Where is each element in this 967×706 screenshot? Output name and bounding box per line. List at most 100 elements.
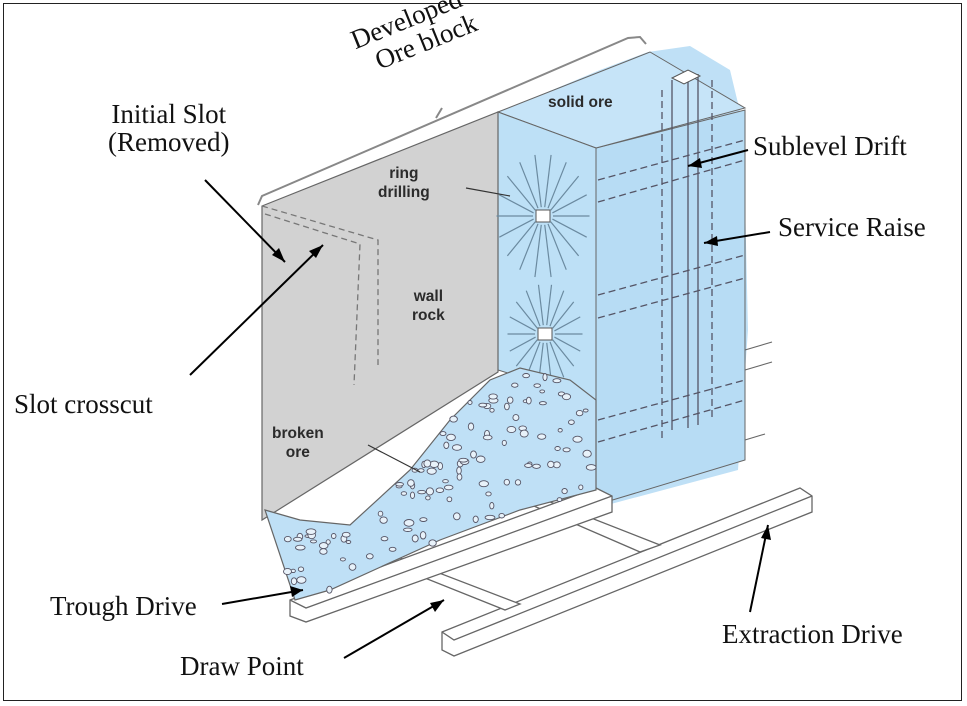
rubble-piece xyxy=(489,502,495,510)
rubble-piece xyxy=(506,396,514,404)
slot-outline xyxy=(261,205,379,386)
initial-slot-line: Initial Slot xyxy=(111,99,227,129)
label-service-raise: Service Raise xyxy=(778,212,926,242)
drill-ray xyxy=(525,290,541,327)
drill-ray xyxy=(552,339,575,367)
rock-line: rock xyxy=(412,306,445,324)
rubble-piece xyxy=(561,393,572,401)
rubble-piece xyxy=(297,566,305,572)
rubble-piece xyxy=(395,482,404,487)
service-raise-shaft xyxy=(671,74,699,430)
rubble-piece xyxy=(533,383,541,388)
drill-ray xyxy=(506,221,536,257)
rubble-piece xyxy=(512,414,520,422)
drill-ray xyxy=(509,336,536,352)
rubble-piece xyxy=(456,466,462,475)
rubble-piece xyxy=(484,514,496,521)
label-draw-point: Draw Point xyxy=(180,651,304,681)
drill-ray xyxy=(552,218,587,238)
label-solid-ore: solid ore xyxy=(548,94,613,111)
ore-block-bracket xyxy=(257,35,647,206)
drill-ray xyxy=(552,301,575,329)
drill-ray xyxy=(534,224,542,278)
ore-side-lines xyxy=(744,341,773,441)
rubble-piece xyxy=(504,402,510,411)
rubble-piece xyxy=(403,527,413,532)
drill-ray xyxy=(515,301,538,329)
arrow-draw-point xyxy=(343,599,445,659)
arrow-initial-slot xyxy=(204,179,286,263)
figure-frame xyxy=(3,3,962,701)
rubble-piece xyxy=(425,487,434,496)
raise-top-cap xyxy=(670,69,702,85)
rubble-piece xyxy=(400,491,408,496)
rubble-piece xyxy=(561,488,568,495)
rubble-piece xyxy=(295,544,306,551)
rubble-piece xyxy=(511,382,519,388)
rubble-piece xyxy=(345,540,352,544)
drill-ray xyxy=(547,223,567,270)
rubble-piece xyxy=(575,409,584,417)
ring-line: ring xyxy=(389,165,419,182)
rubble-piece xyxy=(524,463,533,468)
rubble-piece xyxy=(443,441,450,449)
rubble-piece xyxy=(456,473,463,481)
drill-ray xyxy=(547,162,567,209)
rubble-piece xyxy=(348,563,357,571)
rubble-piece xyxy=(290,577,298,586)
rubble-piece xyxy=(498,512,505,519)
rubble-piece xyxy=(482,434,493,441)
rubble-piece xyxy=(425,495,431,501)
rubble-piece xyxy=(488,393,498,400)
rubble-piece xyxy=(506,425,517,434)
drill-ray xyxy=(549,341,565,378)
rubble-piece xyxy=(403,519,415,527)
arrow-extraction-drive xyxy=(749,524,769,613)
rubble-piece xyxy=(503,478,510,486)
rubble-piece xyxy=(449,415,458,423)
rubble-piece xyxy=(537,433,547,440)
rubble-piece xyxy=(525,396,532,405)
development-dashes xyxy=(597,80,746,443)
drill-ray xyxy=(515,339,538,367)
label-broken-ore: broken ore xyxy=(272,425,324,462)
label-sublevel-drift: Sublevel Drift xyxy=(753,131,907,161)
arrow-trough-drive xyxy=(221,589,304,605)
annotation-arrows xyxy=(189,149,771,659)
label-extraction-drive: Extraction Drive xyxy=(722,619,903,649)
drilling-line: drilling xyxy=(378,183,430,201)
label-slot-crosscut: Slot crosscut xyxy=(14,389,153,419)
ore-line: ore xyxy=(285,443,310,461)
rubble-piece xyxy=(293,536,303,542)
rubble-piece xyxy=(330,533,337,539)
drill-ray xyxy=(499,194,534,214)
rubble-piece xyxy=(435,487,445,493)
rubble-piece xyxy=(489,407,495,413)
rubble-piece xyxy=(467,400,473,405)
rubble-piece xyxy=(318,542,329,550)
drill-ray xyxy=(499,218,534,238)
rubble-piece xyxy=(539,389,546,394)
rubble-piece xyxy=(552,378,562,384)
rubble-piece xyxy=(341,531,351,538)
broken-ore-rubble xyxy=(283,373,597,594)
drill-ray xyxy=(552,194,587,214)
rubble-piece xyxy=(419,531,427,540)
rubble-piece xyxy=(446,433,456,442)
rubble-piece xyxy=(547,460,555,469)
drill-ray xyxy=(519,162,539,209)
rubble-piece xyxy=(568,419,575,425)
ore-side-face xyxy=(497,111,597,401)
arrow-heads xyxy=(272,158,771,612)
rubble-piece xyxy=(339,557,346,562)
drill-ray xyxy=(534,154,542,208)
label-initial-slot: Initial Slot (Removed) xyxy=(108,100,229,157)
rubble-piece xyxy=(557,428,563,433)
rubble-piece xyxy=(429,460,440,468)
rubble-piece xyxy=(514,479,522,486)
rubble-piece xyxy=(409,491,416,499)
rubble-piece xyxy=(443,484,454,491)
rubble-piece xyxy=(472,515,479,523)
rubble-piece xyxy=(319,548,328,555)
